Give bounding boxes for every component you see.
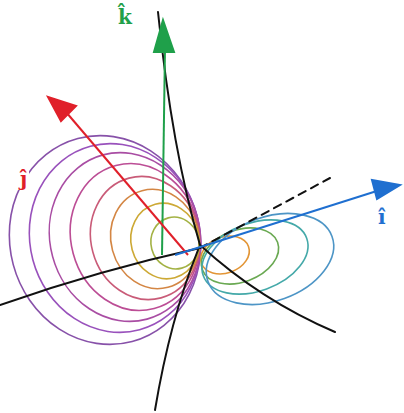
saddle-lines [0,12,335,410]
level-curve [100,179,211,298]
level-curve [54,149,216,325]
saddle-line [0,248,200,305]
saddle-line [155,250,198,410]
level-curve [8,124,221,352]
j-arrowhead [48,97,76,121]
j-axis-label: ĵ [18,168,29,190]
j-axis [66,112,188,255]
axes [48,20,400,255]
level-curve [31,135,220,338]
k-axis-label: k̂ [116,6,134,28]
i-axis [175,190,380,255]
i-axis-label: î [376,206,388,228]
k-arrowhead [154,20,174,52]
i-arrowhead [372,180,400,199]
level-curve [145,212,205,275]
level-curve [77,164,213,312]
level-curve [122,195,207,286]
level-curve [0,114,224,366]
